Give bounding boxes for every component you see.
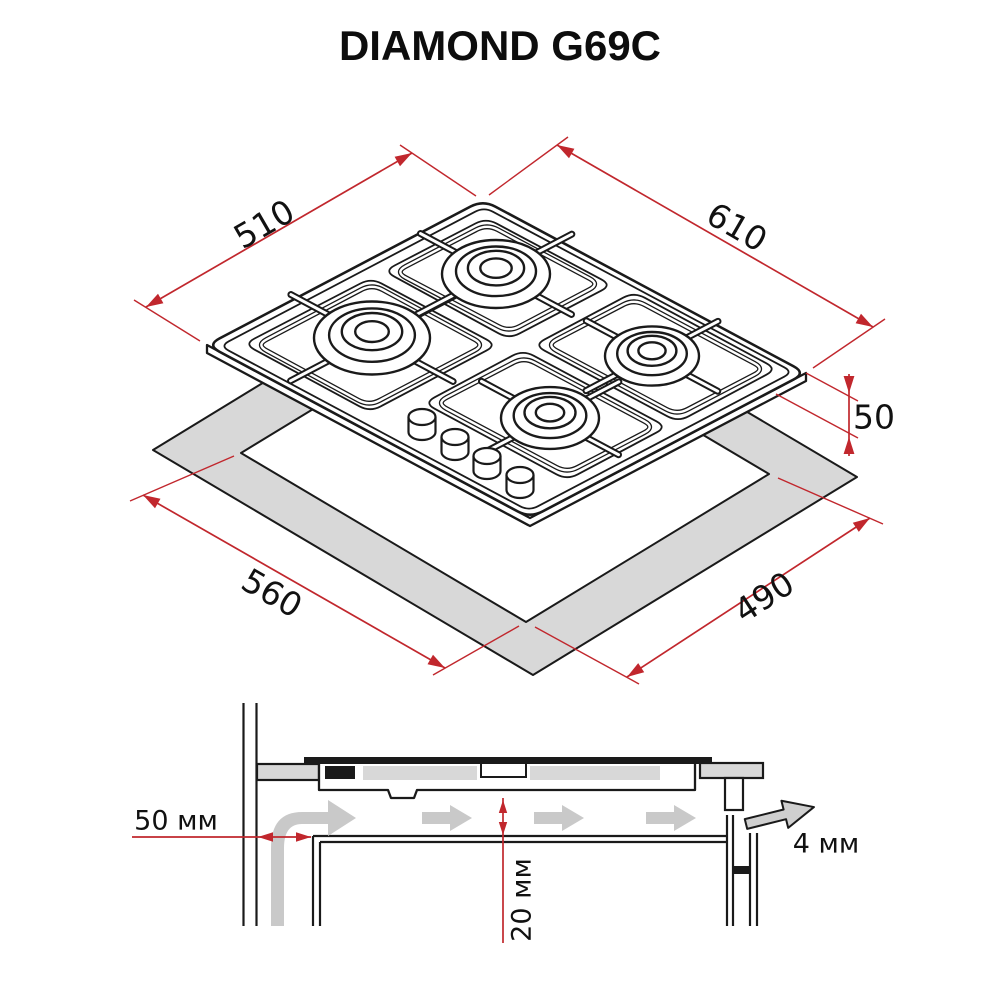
cutout-depth-dimension-label: 490 [727, 564, 801, 631]
hob-width-dimension-label: 510 [227, 191, 301, 256]
hob-height-dimension-label: 50 [853, 398, 895, 437]
side-clearance-label: 50 мм [134, 805, 218, 836]
rear-gap-label: 4 мм [793, 828, 860, 859]
under-clearance-label: 20 мм [506, 858, 537, 942]
cutout-width-dimension-label: 560 [235, 560, 309, 625]
isometric-view [152, 201, 858, 676]
dimension-lines [129, 136, 886, 943]
installation-section-view [242, 703, 815, 926]
hob-depth-dimension-label: 610 [700, 194, 774, 259]
page-title: DIAMOND G69C [338, 22, 662, 69]
